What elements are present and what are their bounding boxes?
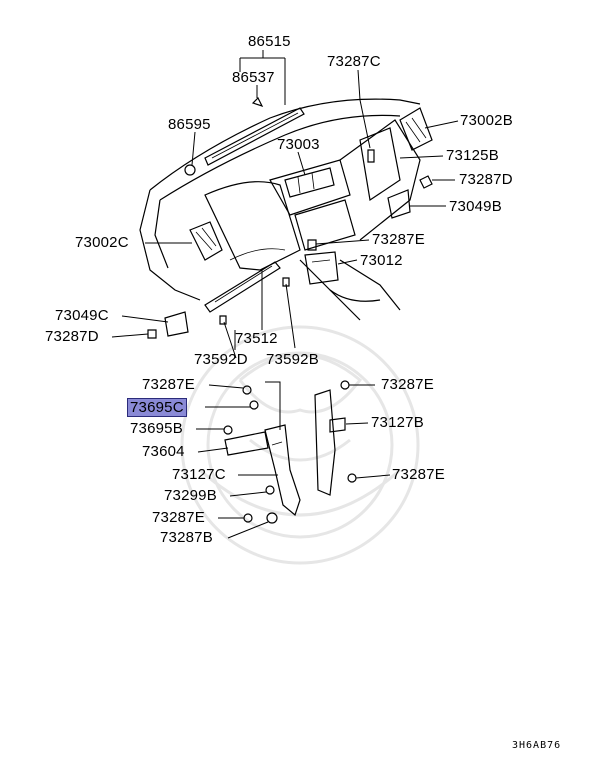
label-73127C: 73127C [172, 466, 226, 483]
watermark-emblem [180, 325, 420, 565]
label-73287B: 73287B [160, 529, 213, 546]
label-73287D-right: 73287D [459, 171, 513, 188]
label-73127B: 73127B [371, 414, 424, 431]
label-86515: 86515 [248, 33, 291, 50]
label-86537: 86537 [232, 69, 275, 86]
label-73002B: 73002B [460, 112, 513, 129]
label-73002C: 73002C [75, 234, 129, 251]
label-73604: 73604 [142, 443, 185, 460]
diagram-code: 3H6AB76 [512, 740, 562, 751]
instrument-panel [139, 96, 433, 339]
label-73287E-left-1: 73287E [142, 376, 195, 393]
label-73287E-right-1: 73287E [381, 376, 434, 393]
label-73512: 73512 [235, 330, 278, 347]
label-73287E-right-2: 73287E [392, 466, 445, 483]
label-73125B: 73125B [446, 147, 499, 164]
label-73049B: 73049B [449, 198, 502, 215]
lower-brackets [223, 380, 357, 524]
label-73012: 73012 [360, 252, 403, 269]
label-73287C: 73287C [327, 53, 381, 70]
label-73287D-left: 73287D [45, 328, 99, 345]
label-73695B: 73695B [130, 420, 183, 437]
label-73287E-left-2: 73287E [152, 509, 205, 526]
label-73592B: 73592B [266, 351, 319, 368]
label-73003: 73003 [277, 136, 320, 153]
label-73695C-highlighted[interactable]: 73695C [127, 398, 187, 417]
label-73299B: 73299B [164, 487, 217, 504]
label-86595: 86595 [168, 116, 211, 133]
label-73592D: 73592D [194, 351, 248, 368]
label-73049C: 73049C [55, 307, 109, 324]
leader-lines [111, 50, 459, 539]
label-73287E-top: 73287E [372, 231, 425, 248]
